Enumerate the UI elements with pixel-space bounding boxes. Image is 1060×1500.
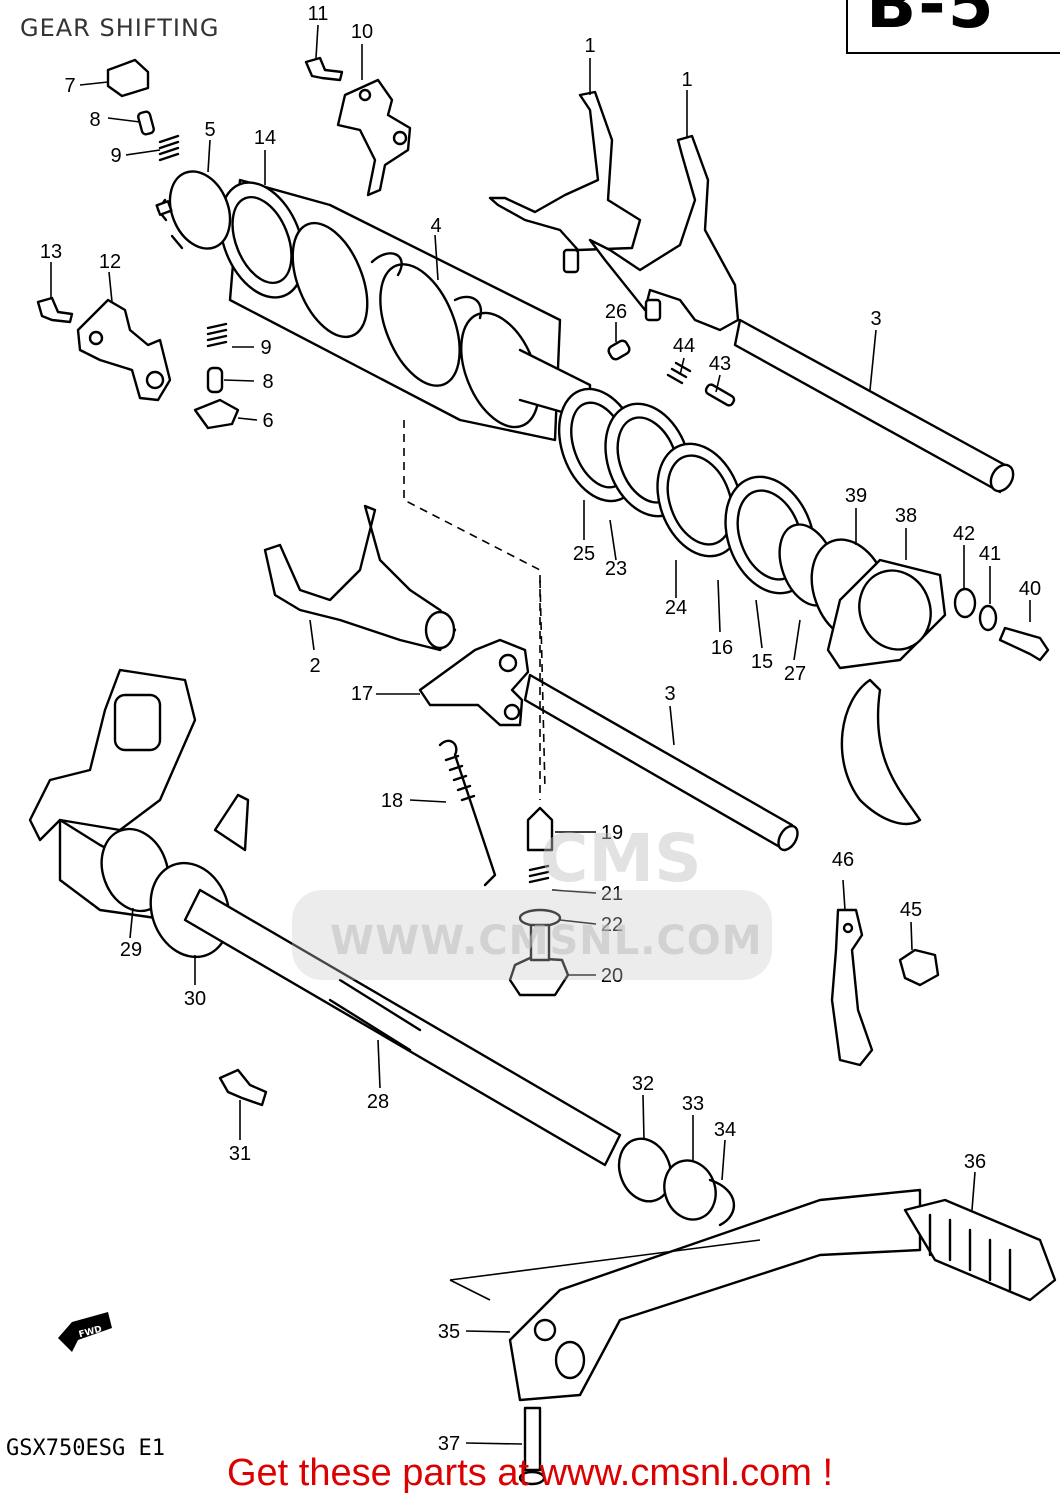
callout-34: 34 xyxy=(714,1119,736,1141)
section-code: B-5 xyxy=(866,0,996,43)
callout-9: 9 xyxy=(110,145,121,167)
callout-3: 3 xyxy=(870,308,881,330)
callout-4: 4 xyxy=(430,215,441,237)
callout-37: 37 xyxy=(438,1433,460,1455)
callout-21: 21 xyxy=(601,883,623,905)
callout-17: 17 xyxy=(351,683,373,705)
callout-36: 36 xyxy=(964,1151,986,1173)
fork-shaft-3-upper xyxy=(733,318,1007,494)
callout-42: 42 xyxy=(953,523,975,545)
part-9-spring xyxy=(158,134,180,162)
callout-12: 12 xyxy=(99,251,121,273)
callout-7: 7 xyxy=(64,75,75,97)
callout-3: 3 xyxy=(664,683,675,705)
drum-end-5 xyxy=(155,170,232,250)
callout-43: 43 xyxy=(709,353,731,375)
callout-29: 29 xyxy=(120,939,142,961)
callout-27: 27 xyxy=(784,663,806,685)
callout-32: 32 xyxy=(632,1073,654,1095)
callout-46: 46 xyxy=(832,849,854,871)
callout-22: 22 xyxy=(601,914,623,936)
callout-1: 1 xyxy=(584,35,595,57)
part-31 xyxy=(218,1068,268,1107)
part-19 xyxy=(526,806,554,852)
shift-fork-2 xyxy=(263,504,457,652)
callout-8: 8 xyxy=(89,109,100,131)
callout-20: 20 xyxy=(601,965,623,987)
callout-40: 40 xyxy=(1019,578,1041,600)
callout-44: 44 xyxy=(673,335,695,357)
part-7 xyxy=(106,58,150,98)
shift-fork-1b xyxy=(588,134,740,332)
callout-numbers: 1 1 2 3 3 4 5 6 7 8 8 9 9 10 11 12 13 14… xyxy=(40,3,1041,1455)
callout-1: 1 xyxy=(681,69,692,91)
callout-28: 28 xyxy=(367,1091,389,1113)
spring-18 xyxy=(438,739,497,887)
callout-24: 24 xyxy=(665,597,687,619)
part-45 xyxy=(898,948,940,987)
callout-26: 26 xyxy=(605,301,627,323)
callout-11: 11 xyxy=(308,3,329,25)
switch-lead xyxy=(840,678,922,826)
callout-2: 2 xyxy=(309,655,320,677)
watermark-banner xyxy=(292,890,772,980)
part-12-plate xyxy=(76,298,172,402)
callout-8: 8 xyxy=(262,371,273,393)
watermark-url: WWW.CMSNL.COM xyxy=(330,918,763,964)
callout-13: 13 xyxy=(40,241,62,263)
part-13-screw xyxy=(36,296,74,324)
callout-45: 45 xyxy=(900,899,922,921)
callout-14: 14 xyxy=(254,127,276,149)
part-37-bolt xyxy=(523,1406,542,1472)
callout-6: 6 xyxy=(262,410,273,432)
model-code: GSX750ESG E1 xyxy=(6,1436,165,1461)
fwd-arrow-icon: FWD xyxy=(58,1312,112,1352)
part-10 xyxy=(336,78,412,197)
callout-23: 23 xyxy=(605,558,627,580)
gearshift-shaft-28 xyxy=(183,888,622,1167)
callout-19: 19 xyxy=(601,822,623,844)
gearshift-arm xyxy=(28,668,197,842)
callout-31: 31 xyxy=(229,1143,251,1165)
footer-link[interactable]: Get these parts at www.cmsnl.com ! xyxy=(226,1452,834,1494)
page-title: GEAR SHIFTING xyxy=(20,14,220,42)
callout-9: 9 xyxy=(260,337,271,359)
shift-drum xyxy=(219,178,592,442)
callout-41: 41 xyxy=(979,543,1001,565)
callout-35: 35 xyxy=(438,1321,460,1343)
callout-30: 30 xyxy=(184,988,206,1010)
callout-25: 25 xyxy=(573,543,595,565)
callout-10: 10 xyxy=(351,21,373,43)
lever-rubber-36 xyxy=(903,1198,1057,1302)
part-11-screw xyxy=(304,56,344,82)
callout-33: 33 xyxy=(682,1093,704,1115)
part-8 xyxy=(137,110,155,136)
callout-18: 18 xyxy=(381,790,403,812)
watermark-brand: CMS xyxy=(540,820,702,897)
part-6 xyxy=(193,398,240,430)
callout-15: 15 xyxy=(751,651,773,673)
callout-39: 39 xyxy=(845,485,867,507)
callout-16: 16 xyxy=(711,637,733,659)
section-code-box: B-5 xyxy=(846,0,1060,54)
callout-38: 38 xyxy=(895,505,917,527)
shift-lever-35 xyxy=(508,1188,922,1402)
callout-5: 5 xyxy=(204,119,215,141)
bracket-46 xyxy=(830,908,874,1067)
shift-fork-1a xyxy=(488,90,642,252)
